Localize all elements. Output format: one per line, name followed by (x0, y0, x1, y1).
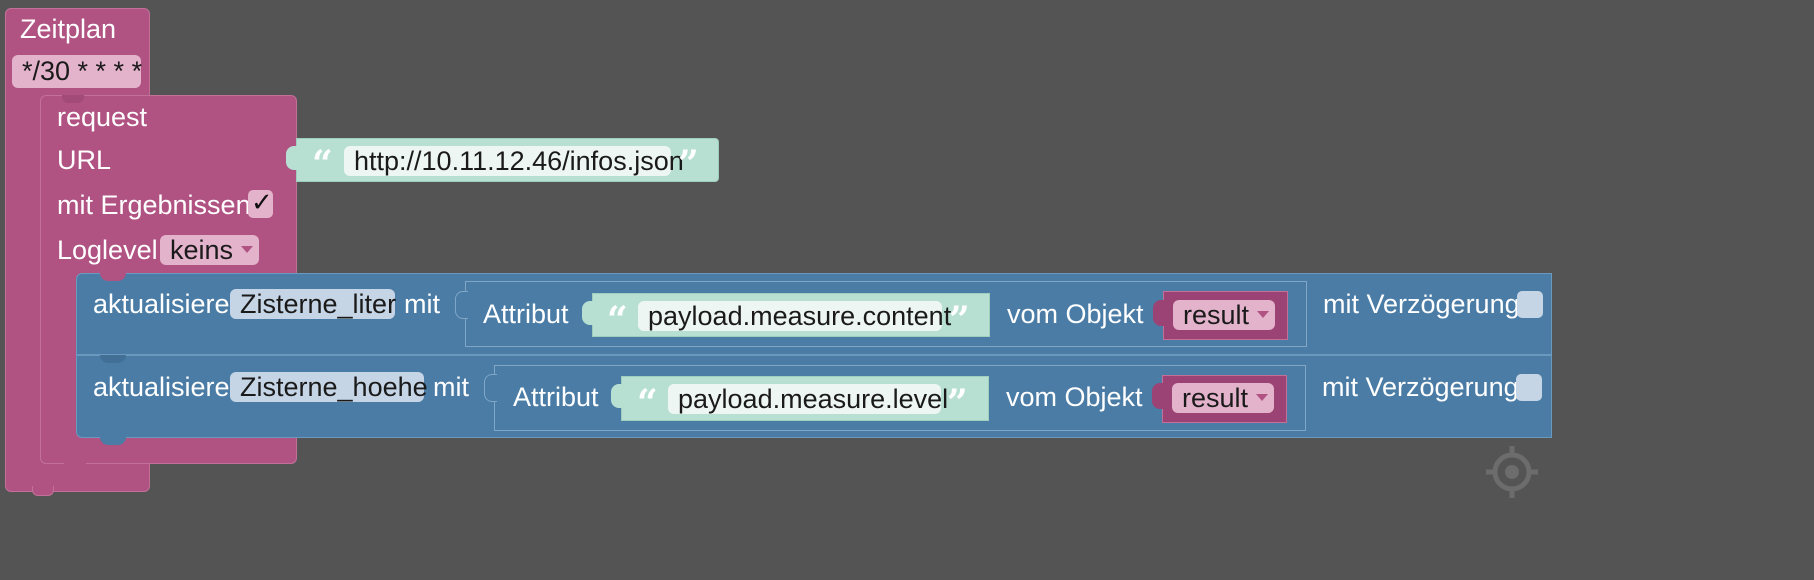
result-2-dropdown[interactable]: result (1172, 383, 1274, 413)
loglevel-label: Loglevel (57, 235, 158, 265)
result-block-1-tab (1153, 300, 1165, 326)
url-field[interactable]: http://10.11.12.46/infos.json (344, 146, 684, 176)
attribute-1-field[interactable]: payload.measure.content (638, 301, 951, 331)
close-quote-icon: ” (947, 382, 968, 424)
result-1-value: result (1183, 300, 1250, 330)
check-icon: ✓ (251, 188, 273, 218)
loglevel-value: keins (170, 235, 234, 265)
loglevel-dropdown[interactable]: keins (160, 235, 259, 265)
request-block-notch (62, 95, 84, 103)
update-1-with-label: mit (404, 289, 440, 319)
update-block-1-notch (100, 273, 126, 281)
crosshair-icon (1486, 446, 1538, 498)
schedule-block-title: Zeitplan (20, 14, 117, 44)
recenter-button[interactable] (1484, 444, 1540, 500)
close-quote-icon: ” (678, 143, 699, 185)
chevron-down-icon (241, 246, 254, 254)
update-2-variable[interactable]: Zisterne_hoehe (230, 372, 428, 402)
update-1-label: aktualisiere (93, 289, 230, 319)
object-1-label: vom Objekt (1007, 299, 1144, 329)
attribute-2-field[interactable]: payload.measure.level (668, 384, 948, 414)
delay-1-checkbox[interactable] (1517, 291, 1543, 318)
attribute-1-text-tab (582, 301, 594, 325)
chevron-down-icon (1257, 311, 1270, 319)
attribute-block-2-tab (484, 374, 497, 402)
attribute-block-1-tab (455, 291, 468, 319)
attribute-1-label: Attribut (483, 299, 569, 329)
request-block-bottom-tab (64, 463, 86, 471)
update-2-with-label: mit (433, 372, 469, 402)
delay-2-checkbox[interactable] (1516, 374, 1542, 401)
with-results-label: mit Ergebnissen (57, 190, 251, 220)
update-block-2-notch (100, 355, 126, 363)
url-text-block-tab (286, 146, 298, 170)
schedule-block-bottom-tab (32, 486, 54, 496)
open-quote-icon: “ (607, 299, 628, 341)
open-quote-icon: “ (637, 382, 658, 424)
attribute-2-label: Attribut (513, 382, 599, 412)
with-results-checkbox[interactable]: ✓ (248, 188, 273, 218)
request-block-inner-bg (41, 268, 77, 443)
update-block-2-bottom-tab (100, 437, 126, 445)
delay-2-label: mit Verzögerung (1322, 372, 1519, 402)
result-block-2-tab (1152, 383, 1164, 409)
open-quote-icon: “ (312, 143, 333, 185)
request-block-title: request (57, 102, 148, 132)
chevron-down-icon (1256, 394, 1269, 402)
delay-1-label: mit Verzögerung (1323, 289, 1520, 319)
close-quote-icon: ” (949, 299, 970, 341)
result-2-value: result (1182, 383, 1249, 413)
url-label: URL (57, 145, 112, 175)
result-1-dropdown[interactable]: result (1173, 300, 1275, 330)
update-1-variable[interactable]: Zisterne_liter (230, 289, 396, 319)
attribute-2-text-tab (611, 384, 623, 408)
object-2-label: vom Objekt (1006, 382, 1143, 412)
update-2-label: aktualisiere (93, 372, 230, 402)
cron-field[interactable]: */30 * * * * (12, 55, 142, 88)
